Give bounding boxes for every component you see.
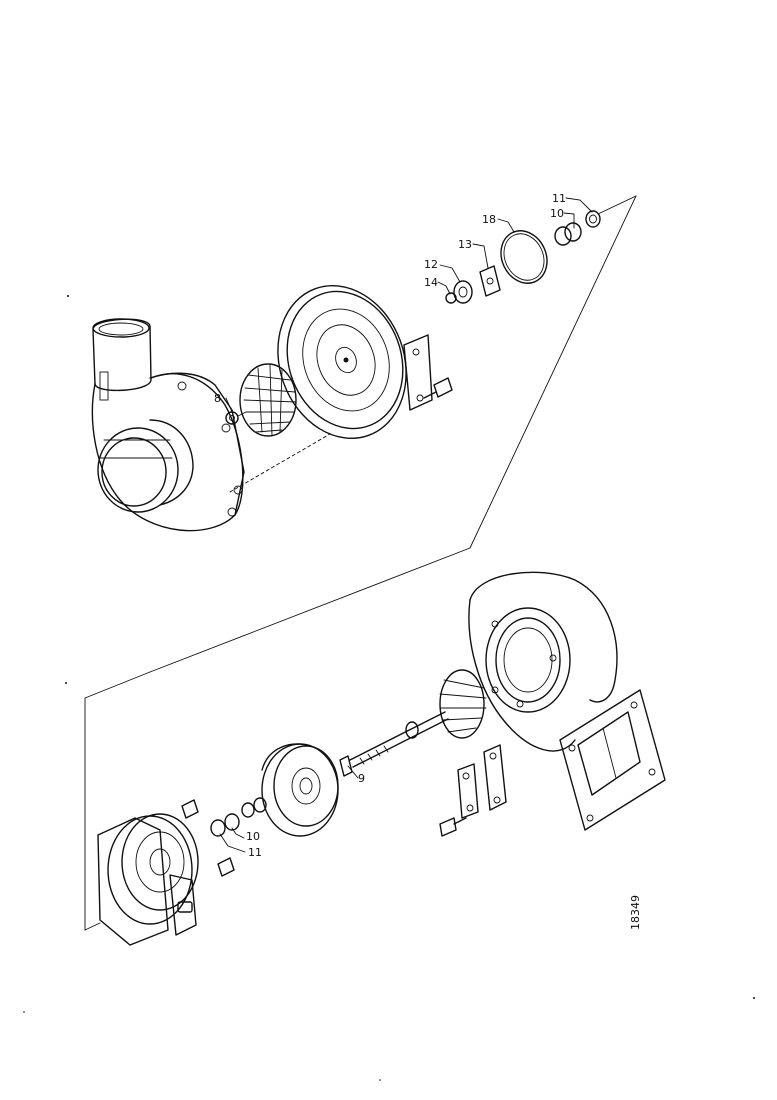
bottom-small-parts [210, 797, 267, 837]
turbine-wheel-and-shaft [349, 669, 487, 768]
callout-13: 13 [458, 238, 472, 251]
compressor-wheel [225, 363, 297, 437]
top-clamp-bracket [403, 334, 453, 411]
compressor-housing [91, 318, 245, 532]
callout-9: 9 [358, 772, 365, 785]
callout-11-top: 11 [552, 192, 566, 205]
backplate [277, 284, 407, 440]
callout-8: 8 [214, 392, 221, 405]
callout-14: 14 [424, 276, 438, 289]
top-small-parts [445, 210, 601, 304]
figure-number: 18349 [629, 895, 642, 930]
turbine-housing [468, 571, 666, 831]
callout-18: 18 [482, 213, 496, 226]
bearing-housing [97, 799, 235, 946]
callout-10-top: 10 [550, 207, 564, 220]
heat-shield [261, 743, 353, 837]
bottom-clamp-brackets [439, 744, 507, 837]
scan-specks [23, 295, 755, 1081]
exploded-view-frame [84, 195, 637, 931]
callout-10-bottom: 10 [246, 830, 260, 843]
callout-12: 12 [424, 258, 438, 271]
callout-11-bottom: 11 [248, 846, 262, 859]
leader-lines [219, 197, 593, 853]
callout-labels: 8 9 10 10 11 11 12 13 14 18 [214, 192, 566, 859]
